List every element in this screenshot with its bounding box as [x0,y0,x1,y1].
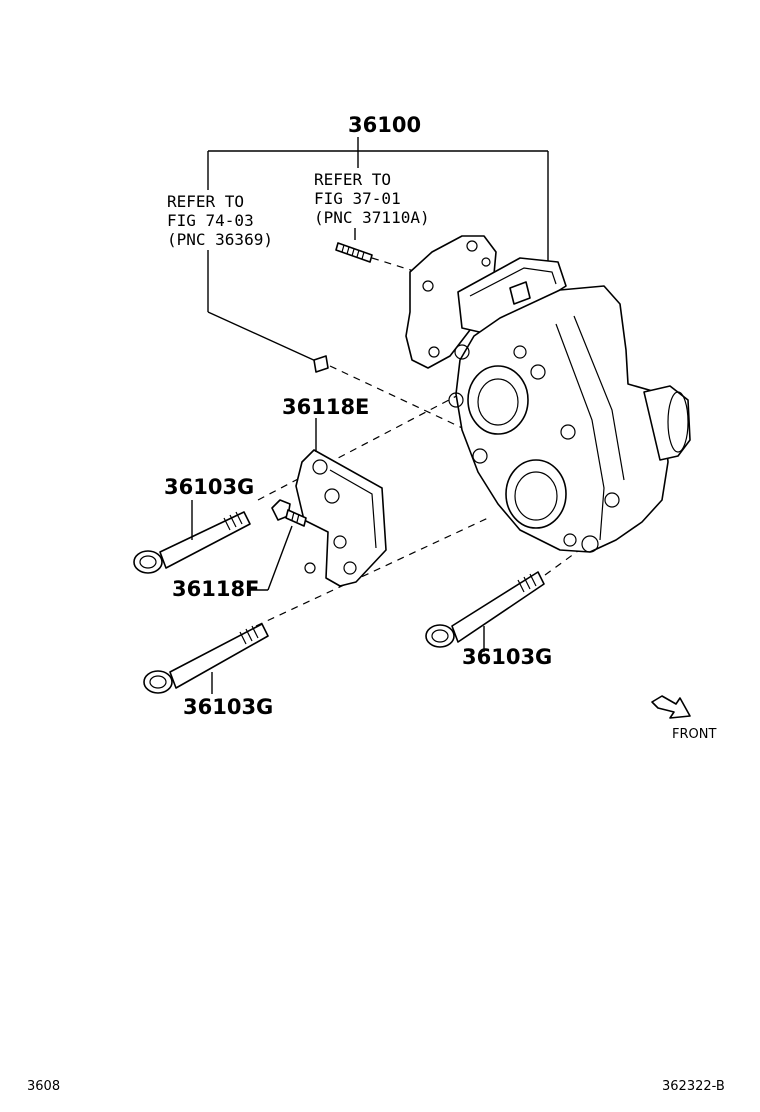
refer-right-line3: (PNC 37110A) [314,208,430,227]
label-36103G-lower: 36103G [183,695,273,719]
label-leaders [191,418,485,694]
assembly-bracket-lines [207,137,549,363]
label-36118F: 36118F [172,577,259,601]
label-36103G-upper: 36103G [164,475,254,499]
refer-left-line2: FIG 74-03 [167,211,254,230]
bracket-bolt [271,499,307,527]
refer-left-line3: (PNC 36369) [167,230,273,249]
bolt-lower-left [143,623,269,694]
plug-part [313,355,329,373]
front-arrow-icon [651,695,691,719]
front-label: FRONT [672,727,716,742]
refer-left-line1: REFER TO [167,192,244,211]
refer-right-line1: REFER TO [314,170,391,189]
refer-note-left: REFER TO FIG 74-03 (PNC 36369) [167,192,273,249]
label-36103G-right: 36103G [462,645,552,669]
label-36118E: 36118E [282,395,369,419]
refer-right-line2: FIG 37-01 [314,189,401,208]
figure-id: 362322-B [662,1079,725,1094]
label-36100: 36100 [348,113,421,137]
bolt-upper-left [133,511,251,574]
stud-bolt [335,242,373,263]
bolt-right [425,571,545,648]
page-code: 3608 [27,1079,60,1094]
transfer-assembly [405,235,691,553]
refer-note-right: REFER TO FIG 37-01 (PNC 37110A) [314,170,430,227]
mounting-bracket [295,449,387,587]
